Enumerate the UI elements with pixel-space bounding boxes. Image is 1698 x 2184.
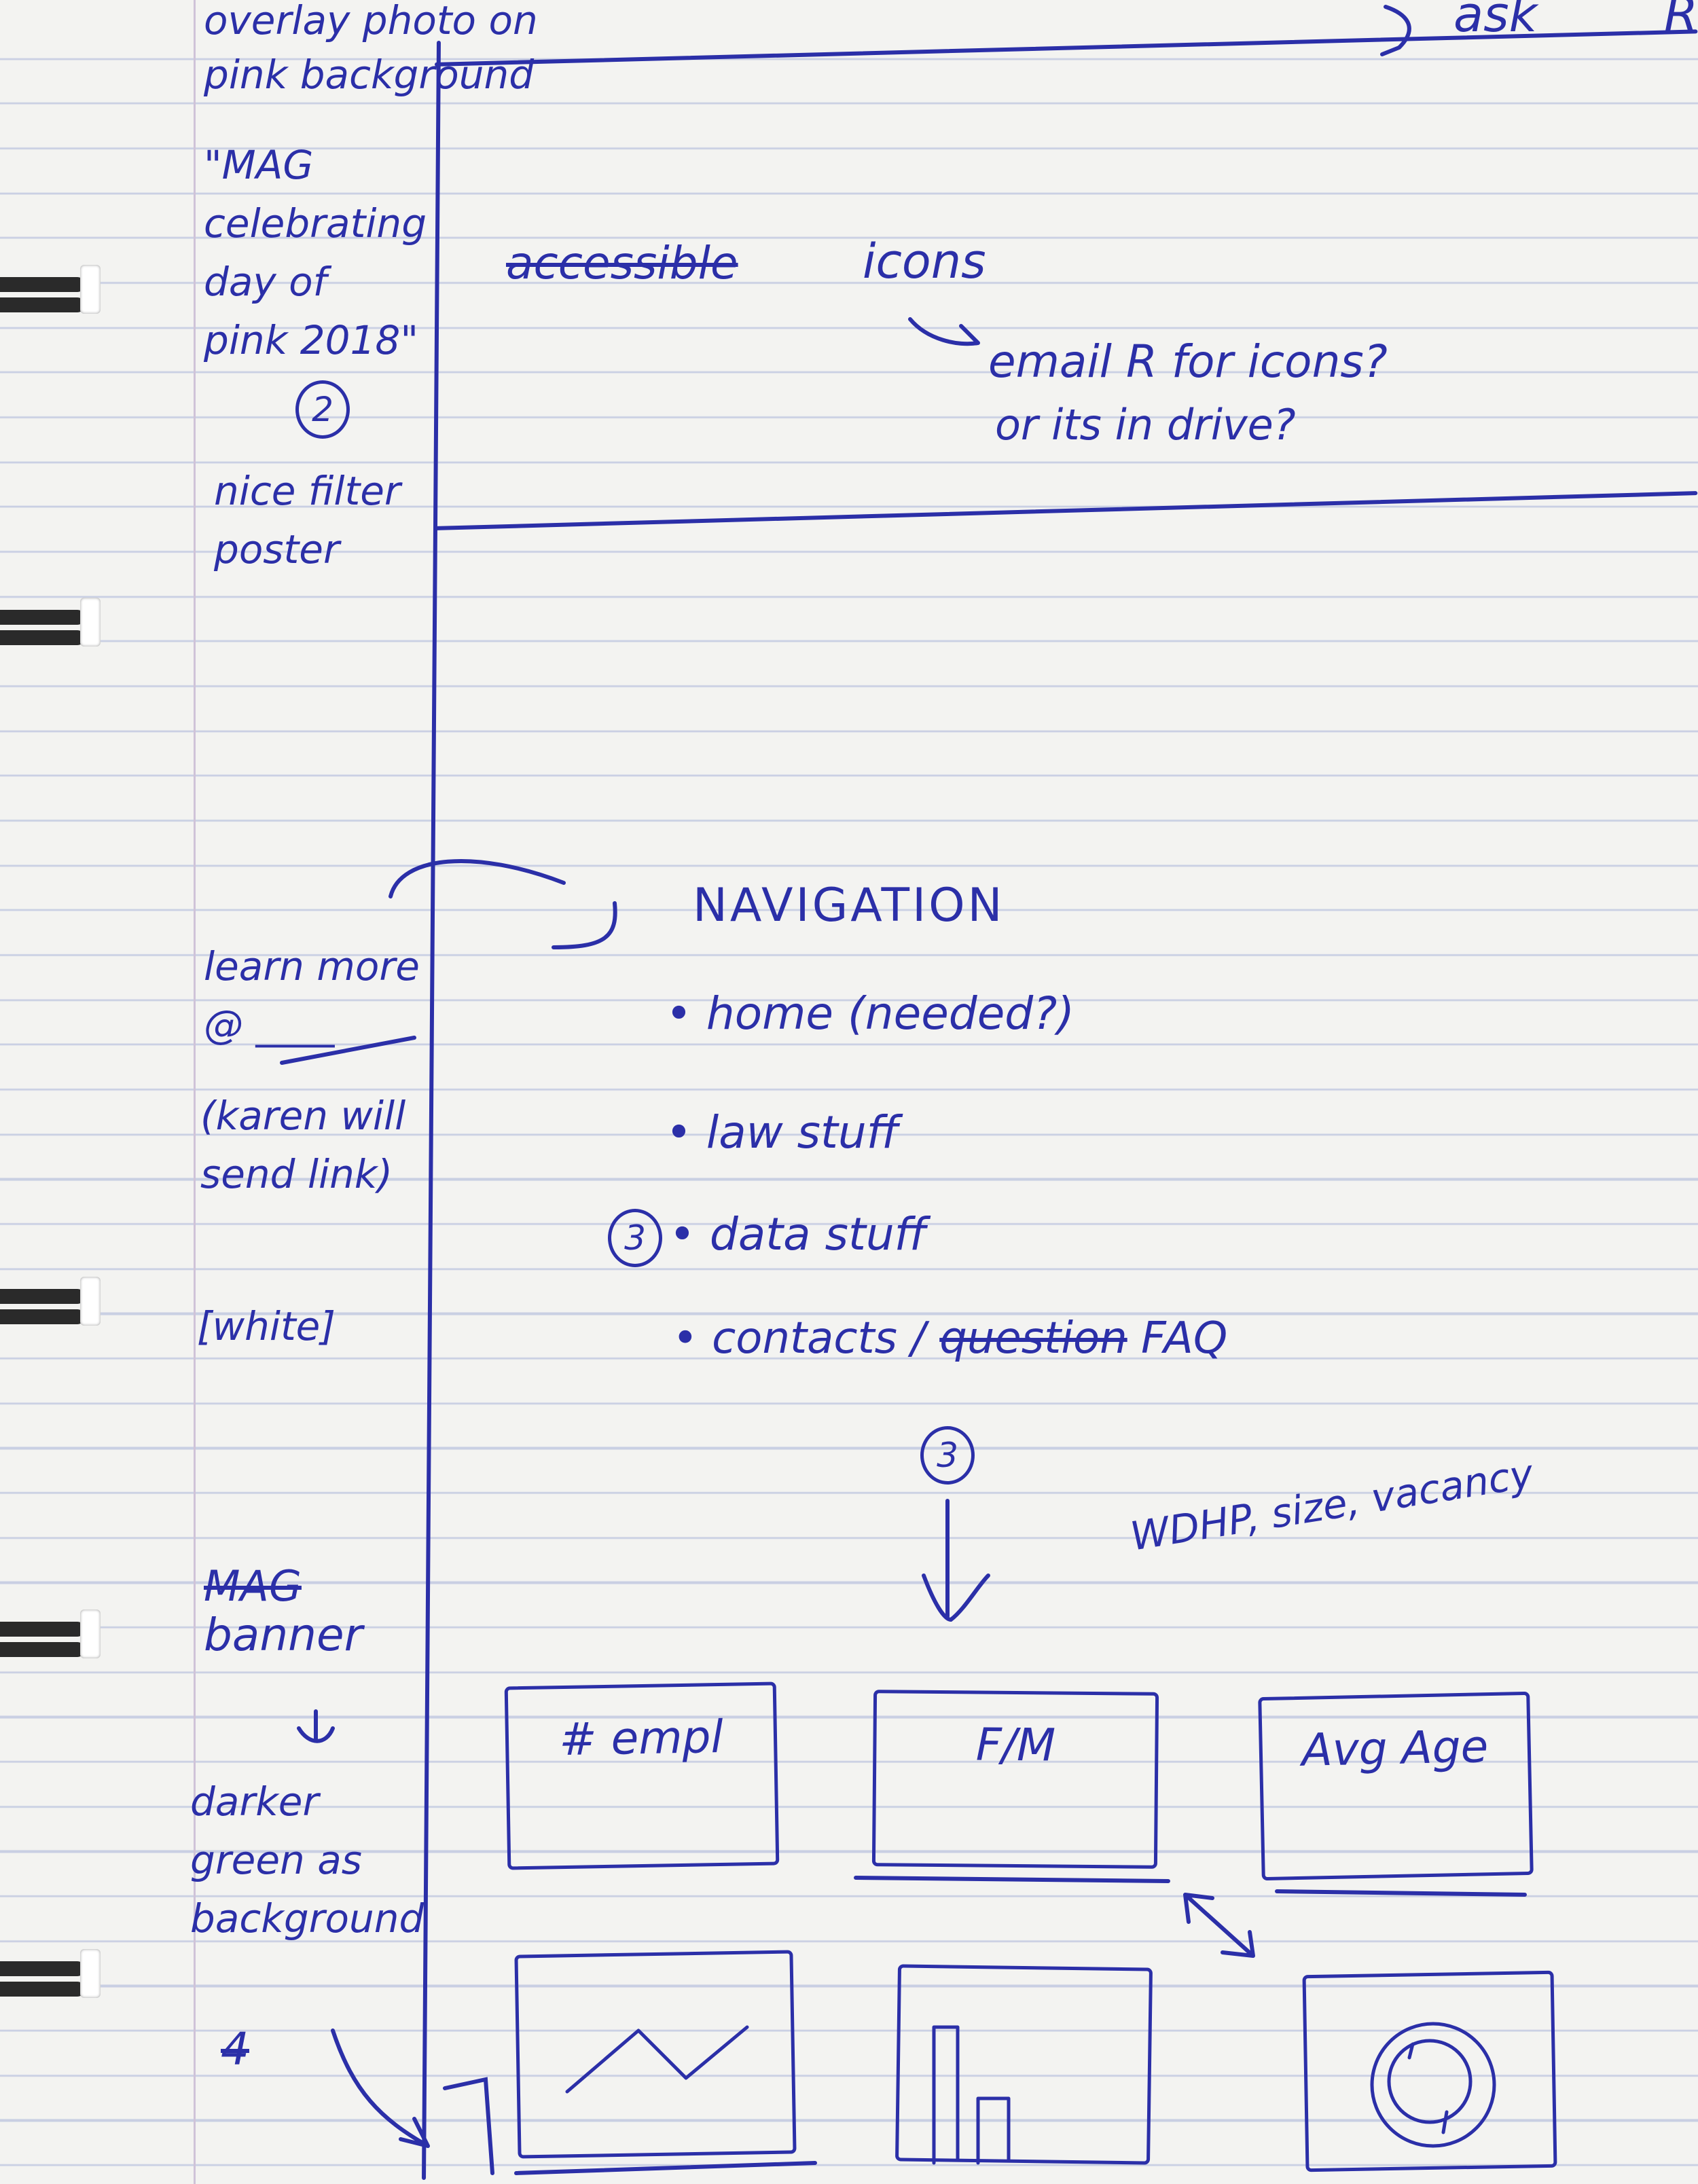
- nav-item-home: • home (needed?): [666, 987, 1074, 1040]
- note-filter-poster: nice filter poster: [214, 468, 401, 572]
- nav-item-label: home (needed?): [706, 987, 1074, 1040]
- note-ask: ask: [1453, 0, 1538, 43]
- note-karen-link: (karen will send link): [200, 1093, 406, 1197]
- chart-box-bar: [895, 1964, 1153, 2165]
- nav-item-label: data stuff: [709, 1208, 927, 1260]
- circled-number-3: 3: [920, 1426, 975, 1485]
- icons-struck-word: accessible: [506, 237, 738, 289]
- metric-label: F/M: [975, 1718, 1056, 1772]
- pie-chart-icon: [1370, 2022, 1496, 2148]
- nav-item-faq: FAQ: [1127, 1313, 1228, 1364]
- down-arrow: [922, 1499, 990, 1622]
- metric-box-avg-age: Avg Age: [1258, 1691, 1534, 1881]
- circled-number-2: 2: [295, 380, 350, 439]
- note-white: [white]: [197, 1303, 336, 1349]
- metric-box-employees: # empl: [504, 1681, 780, 1870]
- spiral-ring: [0, 1942, 101, 2003]
- partial-box: [443, 2077, 494, 2175]
- note-darker-green: darker green as background: [190, 1779, 424, 1942]
- line-chart-icon: [565, 2025, 749, 2094]
- nav-item-label: contacts /: [712, 1313, 940, 1364]
- chart-box-pie: [1302, 1970, 1557, 2172]
- icons-arrow: [908, 317, 980, 346]
- bar-chart-icon: [932, 2025, 1011, 2165]
- margin-line: [194, 0, 196, 2184]
- note-mag-struck: MAG: [204, 1561, 302, 1611]
- swap-arrow: [1183, 1893, 1255, 1958]
- icons-email-line: email R for icons?: [988, 335, 1388, 388]
- ask-arrow: [1380, 5, 1411, 56]
- spiral-ring: [0, 1270, 101, 1331]
- note-ask-letter: R: [1664, 0, 1698, 43]
- learn-more-blank: [280, 1036, 416, 1065]
- nav-item-label: law stuff: [706, 1106, 899, 1159]
- nav-item-struck: question: [939, 1313, 1127, 1364]
- chart-box-line: [514, 1950, 797, 2159]
- spiral-ring: [0, 258, 101, 319]
- spiral-ring: [0, 591, 101, 652]
- nav-item-law: • law stuff: [666, 1106, 899, 1159]
- bottom-arrow: [331, 2028, 430, 2148]
- note-learn-more: learn more @ ____: [204, 943, 420, 1048]
- note-mag-quote: "MAG celebrating day of pink 2018": [204, 142, 427, 363]
- nav-item-contacts: • contacts / question FAQ: [672, 1313, 1228, 1364]
- metric-box-gender-ratio: F/M: [871, 1690, 1159, 1869]
- icons-label: icons: [863, 234, 986, 289]
- icons-drive-line: or its in drive?: [995, 400, 1296, 450]
- banner-down-arrow: [297, 1709, 335, 1743]
- note-4-struck: 4: [221, 2023, 249, 2075]
- spiral-ring: [0, 1603, 101, 1664]
- metric-label: # empl: [558, 1710, 724, 1766]
- navigation-title: NAVIGATION: [693, 879, 1005, 932]
- nav-item-data: • data stuff: [669, 1208, 927, 1260]
- note-banner: banner: [204, 1609, 363, 1661]
- nav-arrow: [389, 859, 617, 949]
- metric-label: Avg Age: [1301, 1720, 1489, 1777]
- circled-number-3-item: 3: [608, 1209, 662, 1267]
- note-overlay-photo: overlay photo on pink background: [204, 0, 538, 98]
